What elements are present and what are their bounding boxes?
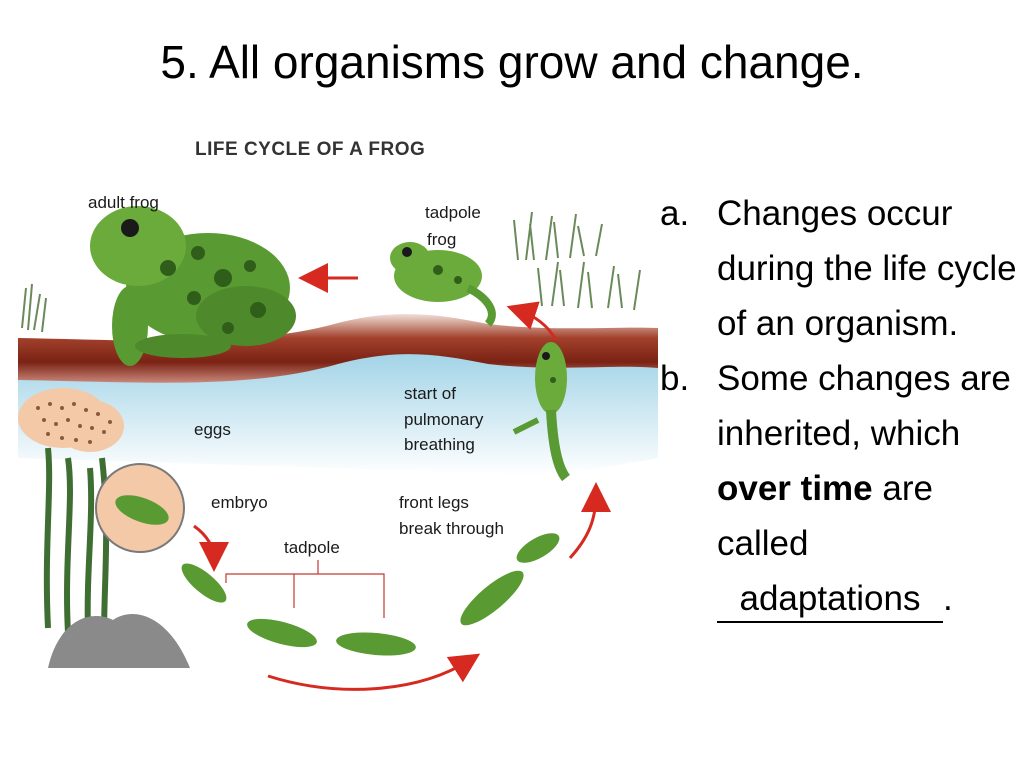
grass-left [21,283,47,333]
label-pulmonary-3: breathing [404,435,475,454]
label-front-legs-1: front legs [399,493,469,512]
eggs-cluster [18,388,124,452]
tadpoles-row [181,533,560,656]
bullet-b-bold-time: time [800,469,873,508]
froglet-illustration [512,342,571,482]
bullet-b: b. Some changes are inherited, which ove… [660,351,1020,626]
slide-title: 5. All organisms grow and change. [160,36,864,88]
bullet-a: a. Changes occur during the life cycle o… [660,186,1020,351]
label-pulmonary-2: pulmonary [404,410,484,429]
bullet-b-text-post: are called [717,469,933,563]
bullet-b-text-pre: Some changes are inherited, which [717,359,1011,453]
arrow-to-tadpole-frog [506,301,558,341]
bullet-b-space [791,469,801,508]
arrow-from-embryo [193,524,229,572]
answer-blank: adaptations [717,579,943,623]
frog-life-cycle-diagram: LIFE CYCLE OF A FROG adult frog [18,128,658,708]
diagram-title: LIFE CYCLE OF A FROG [195,139,425,160]
bullet-b-end: . [943,579,953,618]
label-tadpole-frog-1: tadpole [425,203,481,222]
label-pulmonary-1: start of [404,384,456,403]
tadpole-frog-illustration [390,242,496,327]
rocks [48,613,190,668]
seaweed [43,447,110,639]
label-tadpole: tadpole [284,538,340,557]
grass-right-top [513,211,603,261]
label-front-legs-2: break through [399,519,504,538]
soil-band [18,313,658,383]
label-tadpole-frog-2: frog [427,230,456,249]
bullet-a-text: Changes occur during the life cycle of a… [717,194,1017,343]
bullet-list: a. Changes occur during the life cycle o… [660,186,1020,626]
bullet-a-marker: a. [660,194,690,233]
arrow-bottom [267,653,481,691]
grass-right-mid [537,261,641,311]
tadpole-pointer-lines [225,560,385,618]
arrow-right-up [568,482,611,560]
adult-frog-illustration [90,206,296,366]
bullet-b-marker: b. [660,359,690,398]
bullet-b-bold-over: over [717,469,791,508]
label-eggs: eggs [194,420,231,439]
embryo-illustration [95,463,185,553]
label-adult-frog: adult frog [88,193,159,212]
label-embryo: embryo [211,493,268,512]
